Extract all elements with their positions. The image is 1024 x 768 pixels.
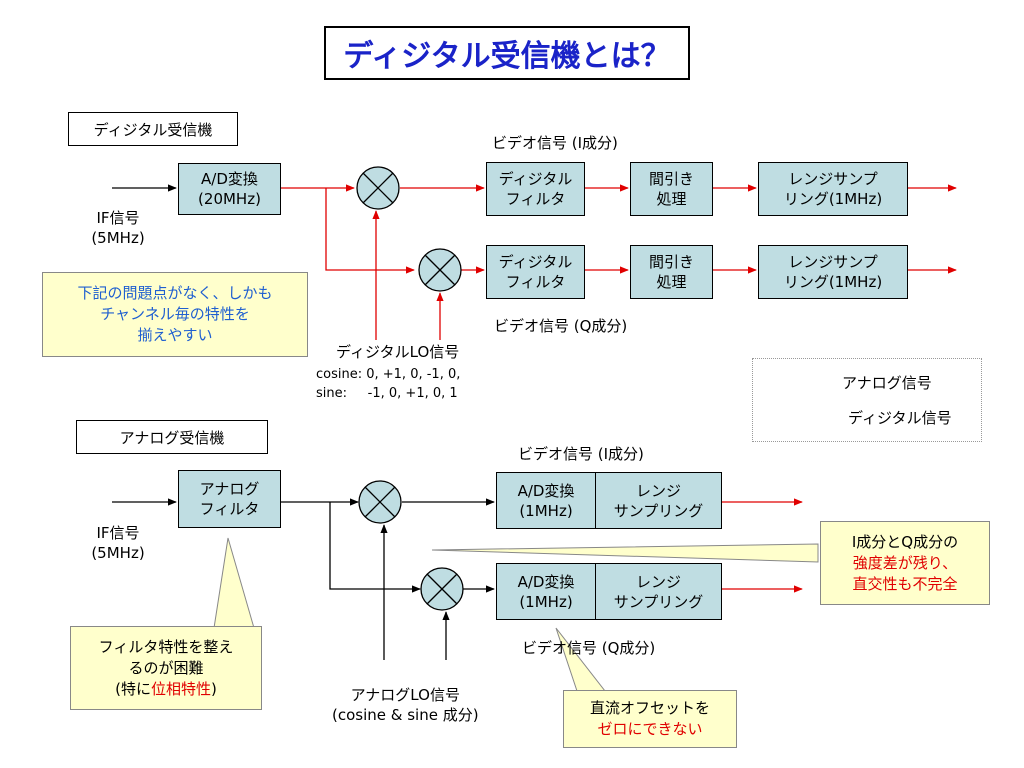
digital-advantage-note: 下記の問題点がなく、しかも チャンネル毎の特性を 揃えやすい [42, 272, 308, 357]
analog-ad-q-block: A/D変換 (1MHz) [496, 563, 596, 620]
iq-imbalance-note: I成分とQ成分の 強度差が残り、 直交性も不完全 [820, 521, 990, 605]
digital-lo-sine: sine: -1, 0, +1, 0, 1 [316, 386, 458, 401]
analog-range-i-block: レンジ サンプリング [595, 472, 722, 529]
iq-note-text: I成分とQ成分の [851, 532, 959, 551]
digital-filter-q-block: ディジタル フィルタ [486, 245, 585, 299]
analog-video-i-label: ビデオ信号 (I成分) [518, 445, 644, 463]
range-sampling-i-block: レンジサンプ リング(1MHz) [758, 162, 908, 216]
page-title: ディジタル受信機とは？ [324, 26, 690, 80]
decimation-q-block: 間引き 処理 [630, 245, 713, 299]
filter-note-emphasis: 位相特性 [150, 679, 211, 698]
legend-digital-label: ディジタル信号 [848, 409, 952, 427]
digital-if-signal-label: IF信号 (5MHz) [91, 209, 145, 247]
analog-ad-i-block: A/D変換 (1MHz) [496, 472, 596, 529]
range-sampling-q-block: レンジサンプ リング(1MHz) [758, 245, 908, 299]
legend [752, 358, 982, 442]
analog-lo-label: アナログLO信号 (cosine & sine 成分) [332, 686, 479, 724]
analog-if-signal-label: IF信号 (5MHz) [91, 524, 145, 562]
filter-note-text: フィルタ特性を整え るのが困難 (特に [98, 637, 234, 698]
filter-difficulty-note: フィルタ特性を整え るのが困難 (特に位相特性) [70, 626, 262, 710]
digital-ad-converter-block: A/D変換 (20MHz) [178, 163, 281, 215]
analog-video-q-label: ビデオ信号 (Q成分) [522, 639, 656, 657]
iq-note-emphasis: 強度差が残り、 直交性も不完全 [852, 553, 958, 593]
digital-receiver-label: ディジタル受信機 [68, 112, 238, 146]
analog-range-q-block: レンジ サンプリング [595, 563, 722, 620]
decimation-i-block: 間引き 処理 [630, 162, 713, 216]
digital-filter-i-block: ディジタル フィルタ [486, 162, 585, 216]
digital-lo-label: ディジタルLO信号 [336, 343, 460, 361]
dc-offset-note: 直流オフセットを ゼロにできない [563, 690, 737, 748]
iq-note-pointer [431, 543, 819, 563]
dc-note-text: 直流オフセットを [589, 699, 710, 717]
digital-video-q-label: ビデオ信号 (Q成分) [494, 317, 628, 335]
legend-analog-label: アナログ信号 [842, 374, 932, 392]
analog-receiver-label: アナログ受信機 [76, 420, 268, 454]
filter-note-pointer [213, 537, 255, 629]
dc-note-emphasis: ゼロにできない [597, 720, 703, 738]
digital-video-i-label: ビデオ信号 (I成分) [492, 134, 618, 152]
analog-filter-block: アナログ フィルタ [178, 470, 281, 528]
filter-note-close: ) [211, 679, 217, 698]
digital-lo-cosine: cosine: 0, +1, 0, -1, 0, [316, 367, 461, 382]
